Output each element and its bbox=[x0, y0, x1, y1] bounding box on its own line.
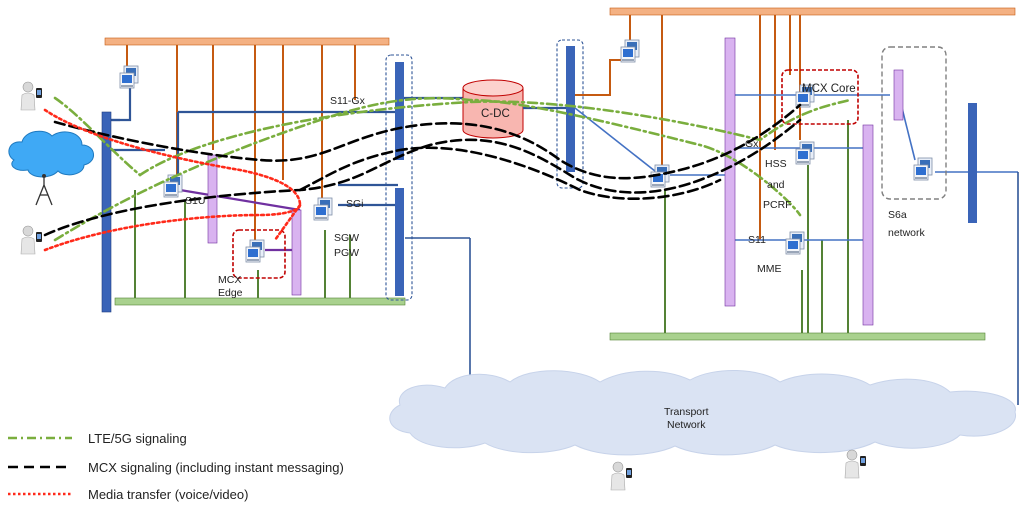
left-blue-bar bbox=[101, 111, 112, 313]
label-transport-network: Network bbox=[667, 419, 706, 431]
server-icon bbox=[913, 157, 933, 181]
label-mcx-core: MCX Core bbox=[802, 83, 856, 95]
mcx-signal-path bbox=[298, 146, 722, 201]
label-sgw: SGW bbox=[334, 232, 359, 244]
user-phone-icon bbox=[844, 449, 867, 479]
sgi-dashed-box bbox=[385, 54, 413, 301]
edge-bar bbox=[291, 209, 302, 296]
server-icon bbox=[785, 231, 805, 255]
center-bar bbox=[566, 46, 575, 172]
label-and: and bbox=[767, 179, 785, 191]
label-sgi: SGi bbox=[346, 198, 364, 210]
media-path bbox=[273, 203, 302, 242]
label-hss: HSS bbox=[765, 158, 787, 170]
label-mme: MME bbox=[757, 263, 782, 275]
right-lavender-bar-right bbox=[862, 124, 874, 326]
legend-media-text: Media transfer (voice/video) bbox=[88, 487, 248, 502]
user-phone-icon bbox=[610, 461, 633, 491]
mcx-signal-path bbox=[53, 103, 802, 180]
mcx-signal-path bbox=[43, 118, 802, 237]
lte-signal-path bbox=[138, 98, 852, 177]
sgi-bar-top bbox=[395, 62, 404, 160]
s6a-network-box bbox=[881, 46, 947, 200]
server-icon bbox=[313, 197, 333, 221]
label-c-dc: C-DC bbox=[481, 108, 510, 120]
sgi-bar-bottom bbox=[395, 188, 404, 296]
orange-bus-right bbox=[609, 7, 1016, 16]
server-icon bbox=[620, 39, 640, 63]
far-right-blue-bar bbox=[968, 103, 977, 223]
label-pgw: PGW bbox=[334, 247, 359, 259]
server-icon bbox=[119, 65, 139, 89]
server-icon bbox=[245, 239, 265, 263]
transport-cloud bbox=[389, 370, 1016, 456]
right-lavender-bar-left bbox=[724, 37, 736, 307]
right-datacenter bbox=[574, 7, 1018, 341]
legend-lte-text: LTE/5G signaling bbox=[88, 431, 187, 446]
base-station-icon bbox=[8, 130, 94, 206]
server-icon bbox=[795, 141, 815, 165]
label-s11-gx: S11-Gx bbox=[330, 95, 366, 107]
left-datacenter bbox=[101, 37, 470, 313]
mcx-core-box bbox=[781, 69, 859, 125]
green-bus-left bbox=[114, 297, 406, 306]
label-transport: Transport bbox=[664, 406, 709, 418]
label-mcx-edge: MCX bbox=[218, 274, 241, 286]
label-s1u: S1U bbox=[185, 195, 205, 207]
green-bus-right bbox=[609, 332, 986, 341]
label-gx: Gx bbox=[745, 138, 759, 150]
label-pcrf: PCRF bbox=[763, 199, 792, 211]
label-s11: S11 bbox=[748, 234, 766, 246]
label-network: network bbox=[888, 227, 926, 239]
media-path bbox=[43, 203, 302, 252]
media-path bbox=[43, 108, 302, 207]
user-phone-icon bbox=[20, 225, 43, 255]
s1u-bar bbox=[207, 154, 218, 244]
lte-signal-path bbox=[53, 96, 802, 242]
legend-mcx-text: MCX signaling (including instant messagi… bbox=[88, 460, 344, 475]
mcx-edge-box bbox=[232, 229, 286, 279]
label-s6a: S6a bbox=[888, 209, 907, 221]
user-phone-icon bbox=[20, 81, 43, 111]
orange-bus-left bbox=[104, 37, 390, 46]
legend: LTE/5G signaling MCX signaling (includin… bbox=[8, 431, 344, 502]
s6a-lavender-bar bbox=[893, 69, 904, 121]
label-edge: Edge bbox=[218, 287, 243, 299]
